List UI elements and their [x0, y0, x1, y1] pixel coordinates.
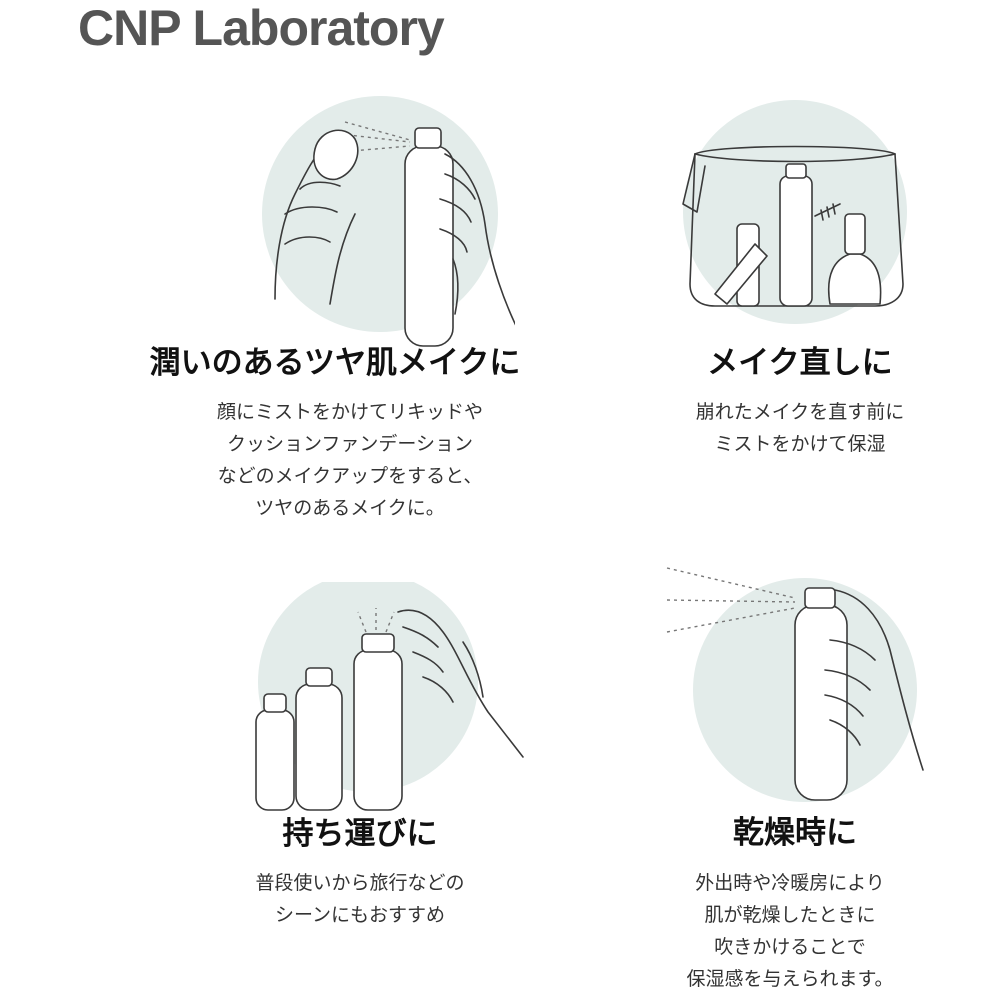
section-makeup-touchup: メイク直しに 崩れたメイクを直す前に ミストをかけて保湿: [500, 80, 1000, 500]
section-title: メイク直しに: [707, 345, 893, 381]
section-title: 潤いのあるツヤ肌メイクに: [149, 345, 521, 381]
section-portable: 持ち運びに 普段使いから旅行などの シーンにもおすすめ: [0, 560, 524, 980]
section-dryness: 乾燥時に 外出時や冷暖房により 肌が乾燥したときに 吹きかけることで 保湿感を与…: [500, 555, 1000, 1000]
description-line: ミストをかけて保湿: [714, 433, 886, 455]
cosmetic-pouch-icon: [675, 94, 915, 334]
description-line: 崩れたメイクを直す前に: [695, 401, 905, 423]
description-line: ツヤのあるメイクに。: [255, 497, 445, 519]
description-line: 吹きかけることで: [714, 936, 866, 958]
section-description: 普段使いから旅行などの シーンにもおすすめ: [110, 867, 610, 931]
description-line: 普段使いから旅行などの: [255, 872, 465, 894]
section-description: 外出時や冷暖房により 肌が乾燥したときに 吹きかけることで 保湿感を与えられます…: [540, 867, 1000, 995]
description-line: 肌が乾燥したときに: [704, 904, 876, 926]
bottles-sizes-icon: [248, 582, 528, 822]
section-title: 持ち運びに: [282, 816, 438, 852]
spray-sponge-icon: [245, 94, 515, 354]
description-line: 顔にミストをかけてリキッドや: [216, 401, 483, 423]
description-line: クッションファンデーション: [226, 433, 474, 455]
description-line: 外出時や冷暖房により: [695, 872, 885, 894]
description-line: 保湿感を与えられます。: [686, 968, 894, 990]
section-glow-makeup: 潤いのあるツヤ肌メイクに 顔にミストをかけてリキッドや クッションファンデーショ…: [0, 80, 520, 540]
description-line: などのメイクアップをすると、: [217, 465, 483, 487]
spray-hand-icon: [665, 560, 925, 805]
section-description: 顔にミストをかけてリキッドや クッションファンデーション などのメイクアップをす…: [100, 396, 600, 524]
description-line: シーンにもおすすめ: [274, 904, 446, 926]
section-description: 崩れたメイクを直す前に ミストをかけて保湿: [550, 396, 1000, 460]
section-title: 乾燥時に: [733, 815, 857, 851]
brand-logo-text: CNP Laboratory: [78, 0, 445, 56]
